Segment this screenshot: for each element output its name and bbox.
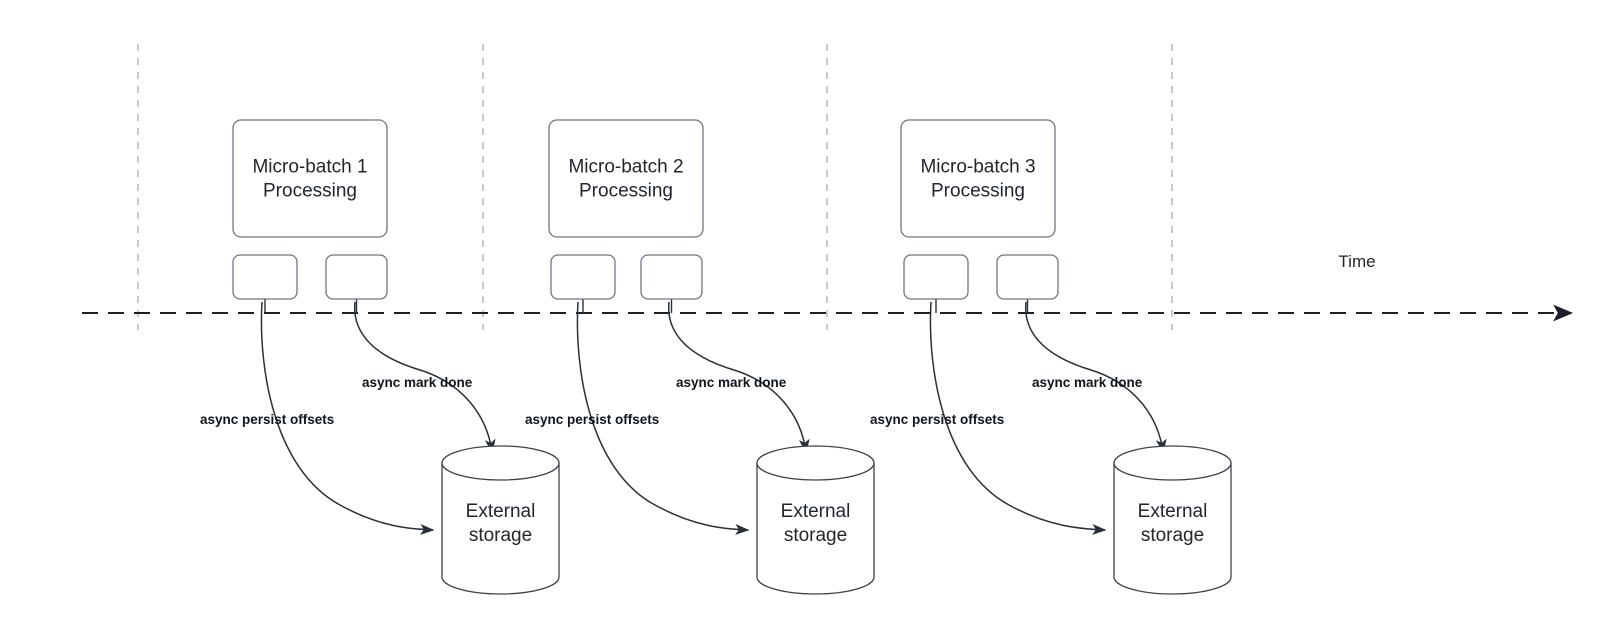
arrow-persist-offsets-1 [260,301,435,535]
task-box-1a[interactable] [232,254,298,300]
group-3-storage-cylinder-top [1113,445,1232,481]
group-2-storage-label-line2: storage [784,525,847,546]
arrow-persist-offsets-3 [929,301,1107,535]
group-1-storage-cylinder-top [441,445,560,481]
group-1-storage-label-line1: External [466,501,536,522]
task-box-3b[interactable] [996,254,1059,300]
arrow-persist-offsets-2 [576,301,750,535]
group-2-process-label-line1: Micro-batch 2 [568,157,683,178]
group-1-process-label-line1: Micro-batch 1 [252,157,367,178]
time-axis-label: Time [1338,252,1375,271]
task-box-1b[interactable] [325,254,388,300]
vertical-dividers [137,44,1173,330]
group-3-storage-label-line2: storage [1141,525,1204,546]
group-2-process-box[interactable] [548,119,704,238]
group-3-storage-cylinder[interactable] [1113,462,1232,595]
task-box-2a[interactable] [550,254,616,300]
task-box-2b[interactable] [640,254,703,300]
edge-label-mark-done-1: async mark done [362,375,473,390]
group-1-storage-cylinder[interactable] [441,462,560,595]
group-1-process-label-line2: Processing [263,181,357,202]
edge-label-persist-2: async persist offsets [525,412,659,427]
group-2-process-label-line2: Processing [579,181,673,202]
group-3-process-label-line1: Micro-batch 3 [920,157,1035,178]
arrow-mark-done-1 [353,301,496,454]
edge-label-persist-3: async persist offsets [870,412,1004,427]
group-3-process-box[interactable] [900,119,1056,238]
time-label: Time [1338,252,1375,271]
arrow-mark-done-3 [1024,301,1167,454]
edge-label-persist-1: async persist offsets [200,412,334,427]
group-3-process-label-line2: Processing [931,181,1025,202]
group-2-storage-cylinder-top [756,445,875,481]
edge-label-mark-done-3: async mark done [1032,375,1143,390]
arrow-mark-done-2 [667,301,810,454]
edge-label-mark-done-2: async mark done [676,375,787,390]
task-box-3a[interactable] [903,254,969,300]
group-2-storage-cylinder[interactable] [756,462,875,595]
group-2-storage-label-line1: External [781,501,851,522]
group-1-storage-label-line2: storage [469,525,532,546]
group-1-process-box[interactable] [232,119,388,238]
group-3-storage-label-line1: External [1138,501,1208,522]
